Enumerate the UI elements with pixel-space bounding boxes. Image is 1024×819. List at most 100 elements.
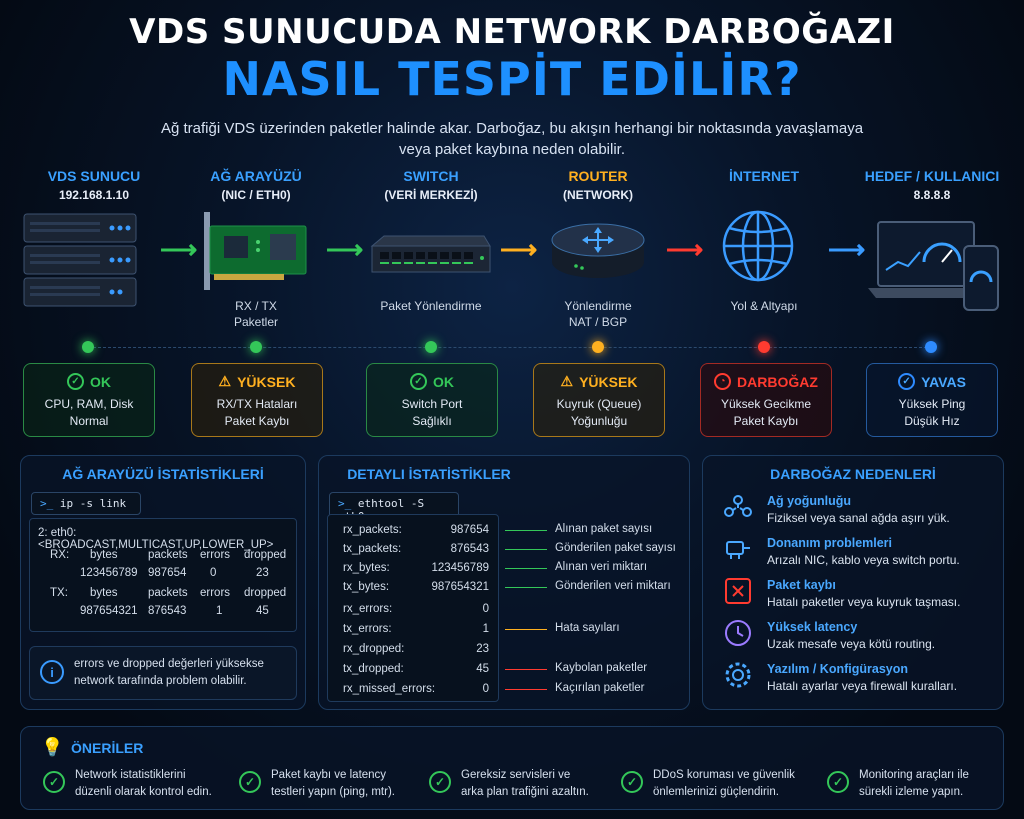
status-label: OK [90, 373, 111, 390]
stat-key: rx_dropped: [343, 643, 405, 655]
page-title: VDS SUNUCUDA NETWORK DARBOĞAZI [129, 12, 895, 52]
node-sub-target: 8.8.8.8 [913, 188, 951, 202]
col-header: bytes [90, 549, 118, 561]
status-card-target: ✓YAVAS Yüksek Ping Düşük Hız [866, 363, 998, 437]
rx-label: RX: [50, 549, 70, 561]
stat-value: 987654321 [431, 581, 489, 593]
packet-loss-icon [725, 578, 751, 604]
tx-value: 987654321 [80, 605, 138, 617]
pointer-arrow-icon [505, 669, 547, 670]
check-icon: ✓ [239, 771, 261, 793]
stat-note: Hata sayıları [555, 622, 620, 634]
status-desc: Yüksek Ping Düşük Hız [898, 397, 966, 428]
stat-key: rx_missed_errors: [343, 683, 436, 695]
status-dot-switch [425, 341, 437, 353]
status-desc: CPU, RAM, Disk Normal [44, 397, 134, 428]
command-text: ip -s link [59, 497, 127, 510]
network-load-icon [724, 495, 752, 517]
stat-value: 876543 [450, 543, 489, 555]
stat-value: 45 [476, 663, 489, 675]
col-header: packets [148, 549, 188, 561]
status-dot-internet [758, 341, 770, 353]
node-title-target: HEDEF / KULLANICI [864, 168, 1000, 184]
status-label: DARBOĞAZ [737, 373, 818, 390]
status-card-vds: ✓OK CPU, RAM, Disk Normal [23, 363, 155, 437]
col-header: bytes [90, 587, 118, 599]
status-desc: Yüksek Gecikme Paket Kaybı [720, 397, 812, 428]
ethtool-output [327, 514, 499, 702]
pointer-arrow-icon [505, 568, 547, 569]
warning-icon: ⚠ [218, 373, 232, 389]
col-header: errors [200, 587, 231, 599]
check-icon: ✓ [621, 771, 643, 793]
stat-value: 23 [476, 643, 489, 655]
suggestion-item: Monitoring araçları ile sürekli izleme y… [859, 769, 969, 798]
reason-title: Paket kaybı [767, 578, 836, 592]
node-sub-switch: (VERİ MERKEZİ) [384, 188, 478, 202]
col-header: dropped [244, 587, 287, 599]
stat-key: tx_dropped: [343, 663, 404, 675]
node-title-switch: SWITCH [403, 168, 459, 184]
stat-note: Kaybolan paketler [555, 662, 648, 674]
reason-title: Yüksek latency [767, 620, 858, 634]
pointer-arrow-icon [505, 530, 547, 531]
status-dot-vds [82, 341, 94, 353]
stat-note: Alınan veri miktarı [555, 561, 648, 573]
lightbulb-icon: 💡 [41, 737, 64, 757]
stat-value: 123456789 [431, 562, 489, 574]
node-caption-switch: Paket Yönlendirme [380, 299, 482, 313]
rx-value: 123456789 [80, 567, 138, 579]
pointer-arrow-icon [505, 689, 547, 690]
iface-line: 2: eth0: <BROADCAST,MULTICAST,UP,LOWER_U… [38, 527, 274, 551]
page-subtitle: Ağ trafiği VDS üzerinden paketler halind… [160, 120, 864, 158]
check-icon: ✓ [429, 771, 451, 793]
command-box: >_ ip -s link [31, 492, 141, 515]
node-caption-internet: Yol & Altyapı [730, 299, 798, 313]
check-icon: ✓ [898, 373, 916, 390]
nic-card-icon [204, 212, 307, 290]
status-desc: Kuyruk (Queue) Yoğunluğu [556, 397, 642, 428]
node-title-vds: VDS SUNUCU [47, 168, 141, 184]
page-title-accent: NASIL TESPİT EDİLİR? [222, 52, 802, 106]
col-header: dropped [244, 549, 287, 561]
stat-note: Kaçırılan paketler [555, 682, 645, 694]
stat-note: Alınan paket sayısı [555, 523, 653, 535]
reason-desc: Hatalı paketler veya kuyruk taşması. [767, 595, 961, 609]
clock-icon [725, 620, 751, 646]
laptop-phone-icon [868, 221, 999, 311]
pointer-arrow-icon [505, 629, 547, 630]
node-title-internet: İNTERNET [729, 168, 799, 184]
check-icon: ✓ [43, 771, 65, 793]
panel-title: DETAYLI İSTATİSTİKLER [347, 466, 511, 482]
stat-key: tx_packets: [343, 543, 402, 555]
reason-desc: Fiziksel veya sanal ağda aşırı yük. [767, 511, 950, 525]
status-label: YÜKSEK [237, 373, 296, 390]
node-title-nic: AĞ ARAYÜZÜ [210, 168, 302, 184]
flow-arrow-4-icon: ⟶ [666, 234, 704, 264]
flow-arrow-3-icon: ⟶ [500, 234, 538, 264]
info-box: i errors ve dropped değerleri yüksekse n… [29, 646, 297, 700]
node-caption-router: Yönlendirme NAT / BGP [564, 299, 632, 329]
status-dot-nic [250, 341, 262, 353]
status-label: OK [433, 373, 454, 390]
info-icon: i [40, 660, 64, 684]
col-header: errors [200, 549, 231, 561]
pointer-arrow-icon [505, 587, 547, 588]
tx-value: 1 [216, 605, 223, 617]
suggestion-item: Network istatistiklerini düzenli olarak … [75, 769, 212, 798]
router-icon [551, 223, 645, 278]
suggestions-title: ÖNERİLER [71, 740, 144, 756]
flow-arrow-1-icon: ⟶ [160, 234, 198, 264]
stat-value: 0 [482, 603, 489, 615]
stat-value: 987654 [450, 524, 489, 536]
status-connector-line [88, 347, 932, 348]
reason-desc: Uzak mesafe veya kötü routing. [767, 637, 936, 651]
panel-title: AĞ ARAYÜZÜ İSTATİSTİKLERİ [62, 466, 264, 482]
node-sub-router: (NETWORK) [563, 188, 633, 202]
status-dot-router [592, 341, 604, 353]
reason-desc: Arızalı NIC, kablo veya switch portu. [767, 553, 960, 567]
flow-arrow-2-icon: ⟶ [326, 234, 364, 264]
suggestion-item: Gereksiz servisleri ve arka plan trafiği… [461, 769, 589, 798]
status-card-switch: ✓OK Switch Port Sağlıklı [366, 363, 498, 437]
